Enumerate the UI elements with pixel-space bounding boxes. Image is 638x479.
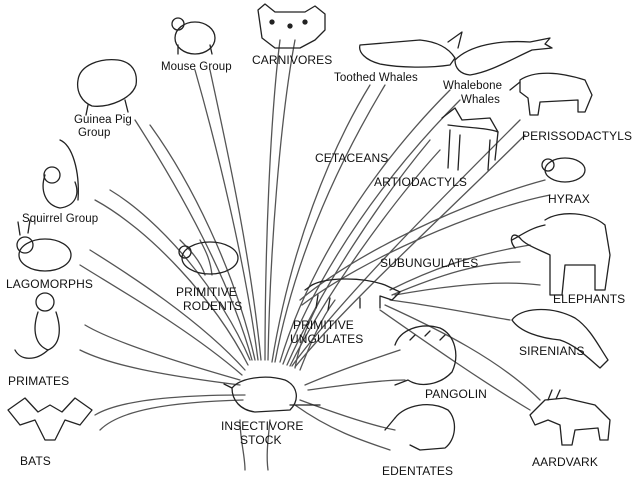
primitive-rodent-icon (178, 241, 239, 275)
label-elephants: ELEPHANTS (553, 292, 626, 306)
label-subungulates: SUBUNGULATES (380, 256, 479, 270)
sirenian-icon (511, 308, 609, 369)
label-guinea-pig-2: Group (78, 127, 111, 139)
cat-icon (257, 3, 326, 49)
label-aardvark: AARDVARK (532, 455, 598, 469)
label-toothed-whales: Toothed Whales (334, 72, 418, 84)
toothed-whale-icon (359, 31, 463, 68)
hyrax-icon (541, 157, 586, 183)
label-whalebone-whales-2: Whales (461, 94, 500, 106)
squirrel-icon (42, 139, 79, 209)
whalebone-whale-icon (454, 37, 553, 76)
rabbit-icon (16, 219, 72, 272)
shrew-icon (223, 376, 321, 413)
label-whalebone-whales-1: Whalebone (443, 80, 503, 92)
label-primates: PRIMATES (8, 374, 70, 388)
anteater-icon (384, 404, 456, 451)
label-primitive-ungulates-2: UNGULATES (290, 332, 364, 346)
aardvark-icon (529, 389, 611, 446)
label-carnivores: CARNIVORES (252, 53, 333, 67)
bat-icon (7, 397, 93, 441)
label-edentates: EDENTATES (382, 464, 454, 478)
elephant-icon (510, 213, 611, 296)
branch-lines (79, 39, 551, 471)
label-primitive-ungulates-1: PRIMITIVE (293, 318, 354, 332)
label-insectivore-stock-2: STOCK (240, 433, 282, 447)
label-hyrax: HYRAX (548, 192, 590, 206)
label-cetaceans: CETACEANS (315, 151, 389, 165)
tapir-icon (509, 72, 593, 116)
label-squirrel-group: Squirrel Group (22, 213, 99, 225)
label-perissodactyls: PERISSODACTYLS (522, 129, 633, 143)
label-artiodactyls: ARTIODACTYLS (374, 175, 467, 189)
pangolin-icon (394, 325, 457, 386)
guinea-pig-icon (76, 59, 138, 116)
label-primitive-rodents-1: PRIMITIVE (176, 285, 237, 299)
label-insectivore-stock-1: INSECTIVORE (221, 419, 304, 433)
label-mouse-group: Mouse Group (161, 61, 232, 73)
primitive-ungulate-icon (304, 278, 401, 311)
monkey-icon (14, 292, 60, 359)
label-lagomorphs: LAGOMORPHS (6, 277, 94, 291)
label-sirenians: SIRENIANS (519, 344, 585, 358)
mouse-icon (171, 17, 216, 55)
label-bats: BATS (20, 454, 51, 468)
label-pangolin: PANGOLIN (425, 387, 487, 401)
label-primitive-rodents-2: RODENTS (183, 299, 243, 313)
label-guinea-pig-1: Guinea Pig (74, 114, 132, 126)
deer-icon (441, 107, 499, 171)
